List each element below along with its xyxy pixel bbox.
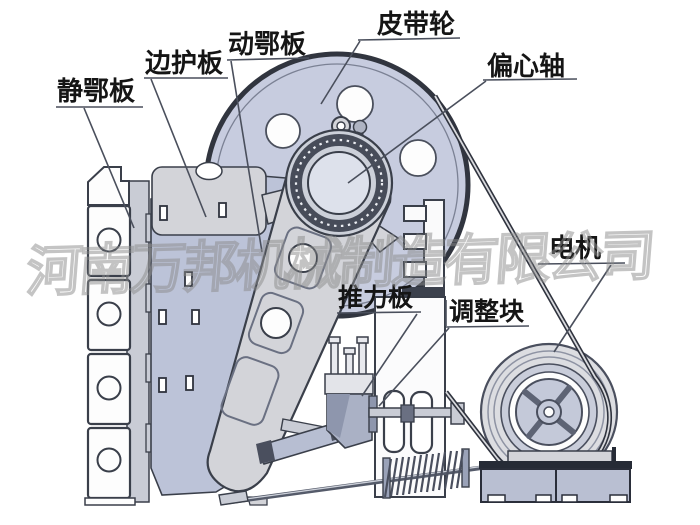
label-underline (226, 57, 310, 61)
bearing-rollers (294, 138, 384, 228)
label-underline (537, 262, 626, 265)
label-text-fixed-jaw-plate: 静鄂板 (57, 76, 135, 106)
label-fixed-jaw-plate: 静鄂板 (56, 76, 143, 229)
label-leader-line (150, 78, 207, 218)
arm-hole (288, 243, 318, 273)
label-leader-line (320, 40, 361, 105)
bracket-tooth (403, 261, 427, 278)
label-text-adjustment-block: 调整块 (449, 298, 524, 326)
screw-block (400, 404, 415, 423)
adjustment-seat-shade (327, 394, 350, 438)
label-underline (336, 311, 422, 314)
tension-spring (383, 449, 465, 498)
lifting-ring-hole (336, 121, 346, 131)
label-eccentric-shaft: 偏心轴 (347, 51, 578, 184)
tension-rod (221, 464, 488, 506)
frame-bearing-bracket (402, 199, 445, 298)
label-underline (357, 37, 461, 41)
label-side-guard-plate: 边护板 (144, 48, 228, 218)
label-text-eccentric-shaft: 偏心轴 (487, 51, 565, 81)
bracket-tooth (403, 205, 427, 222)
label-leader-line (553, 264, 612, 353)
column-hole (96, 375, 122, 401)
fixed-jaw-column (84, 166, 156, 506)
label-leader-line (83, 107, 135, 229)
column-hole (96, 301, 122, 327)
toggle-end-cap (256, 440, 275, 464)
label-movable-jaw-plate: 动鄂板 (226, 29, 310, 253)
spring-end-plate (461, 448, 470, 488)
label-text-belt-pulley: 皮带轮 (377, 9, 455, 39)
arm-panel (273, 226, 333, 290)
label-motor: 电机 (537, 233, 626, 353)
base-pin (612, 447, 616, 462)
column-base (84, 497, 136, 506)
column-hole (96, 447, 122, 473)
label-leader-line (347, 80, 487, 184)
base-top-bar (479, 461, 632, 469)
label-leader-line (378, 327, 450, 407)
arm-hole (260, 307, 292, 339)
pulley-shaft-hole (543, 406, 555, 418)
label-leader-line (230, 60, 263, 253)
label-underline (445, 325, 530, 328)
flywheel-hole (265, 113, 301, 149)
label-leader-line (361, 313, 418, 397)
flywheel-hole (399, 139, 437, 177)
label-text-movable-jaw-plate: 动鄂板 (228, 29, 306, 59)
pulley-spokes (522, 385, 576, 439)
label-adjustment-block: 调整块 (378, 298, 530, 407)
arm-panel (220, 356, 280, 426)
guard-plate-notch (195, 161, 223, 181)
spring-end-plate (382, 457, 391, 499)
tension-rod-and-spring (218, 448, 488, 506)
plate-bolt-holes (158, 202, 227, 393)
toggle-adjustment-mechanism (256, 336, 465, 465)
label-text-thrust-plate: 推力板 (338, 284, 413, 312)
column-hole (96, 227, 122, 253)
label-belt-pulley: 皮带轮 (320, 9, 461, 105)
callout-labels: 静鄂板 边护板 动鄂板 皮带轮 偏心轴 电机 (56, 9, 626, 407)
bracket-tooth (403, 233, 427, 250)
label-thrust-plate: 推力板 (336, 284, 422, 397)
arm-panel (247, 291, 305, 355)
column-cap (87, 166, 130, 206)
motor-base (479, 447, 632, 503)
label-text-motor: 电机 (549, 233, 601, 263)
label-underline (482, 78, 578, 81)
eccentric-shaft-bearing (284, 116, 394, 238)
adjustment-bolts (328, 336, 369, 376)
base-feet (487, 494, 628, 503)
label-text-side-guard-plate: 边护板 (145, 48, 223, 78)
bracket-dark-bar (402, 287, 444, 297)
shaft-bore (307, 151, 371, 215)
rod-end-clamp (218, 490, 249, 506)
